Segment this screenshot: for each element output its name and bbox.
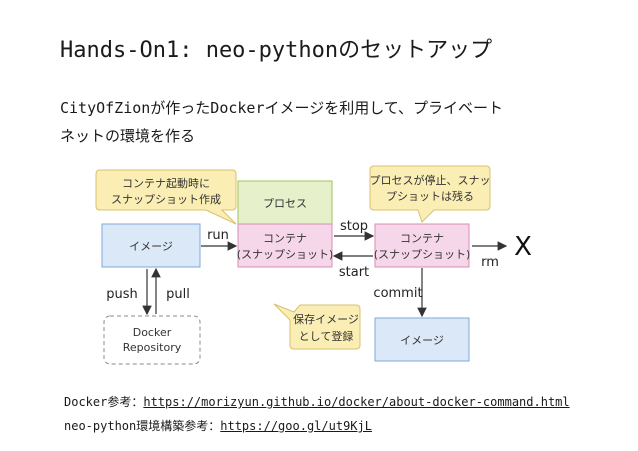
process-box: プロセス (237, 180, 333, 225)
callout-commit-line-1: 保存イメージ (293, 312, 359, 326)
commit-label: commit (373, 286, 422, 301)
remove-x-mark: X (514, 232, 532, 262)
page-title: Hands-On1: neo-pythonのセットアップ (60, 38, 493, 63)
stop-label: stop (340, 219, 368, 234)
docker-reference-row: Docker参考：https://morizyun.github.io/dock… (64, 390, 570, 414)
svg-text:イメージ: イメージ (129, 240, 173, 253)
docker-repository-box: Docker Repository (103, 315, 201, 365)
pull-label: pull (166, 287, 190, 302)
svg-text:プロセス: プロセス (263, 197, 307, 210)
container-box-right: コンテナ (スナップショット) (374, 223, 471, 268)
image-box-left: イメージ (101, 223, 201, 268)
image-box-right: イメージ (374, 317, 470, 362)
callout-commit-line-2: として登録 (299, 329, 354, 343)
callout-stop-line-2: プショットは残る (386, 189, 474, 203)
callout-process-stopped: プロセスが停止、スナッ プショットは残る (369, 165, 491, 223)
docker-reference-link[interactable]: https://morizyun.github.io/docker/about-… (143, 395, 570, 409)
docker-reference-label: Docker参考： (64, 395, 144, 409)
start-label: start (339, 265, 369, 280)
callout-start-line-2: スナップショット作成 (111, 193, 221, 206)
intro-text: CityOfZionが作ったDockerイメージを利用して、プライベート ネット… (60, 94, 600, 150)
run-label: run (207, 228, 229, 243)
neo-python-reference-row: neo-python環境構築参考：https://goo.gl/ut9KjL (64, 414, 570, 438)
callout-stop-line-1: プロセスが停止、スナッ (370, 173, 491, 187)
callout-snapshot-on-start: コンテナ起動時に スナップショット作成 (95, 169, 237, 225)
push-label: push (106, 287, 138, 302)
rm-label: rm (481, 255, 499, 270)
svg-text:(スナップショット): (スナップショット) (374, 248, 471, 261)
svg-text:イメージ: イメージ (400, 334, 444, 347)
neo-python-reference-label: neo-python環境構築参考： (64, 419, 221, 433)
intro-line-2: ネットの環境を作る (60, 127, 196, 145)
svg-text:Docker: Docker (133, 326, 172, 339)
svg-text:(スナップショット): (スナップショット) (237, 248, 334, 261)
svg-text:コンテナ: コンテナ (400, 232, 444, 245)
svg-text:Repository: Repository (123, 341, 182, 354)
references: Docker参考：https://morizyun.github.io/dock… (64, 390, 570, 438)
svg-text:コンテナ: コンテナ (263, 232, 307, 245)
neo-python-reference-link[interactable]: https://goo.gl/ut9KjL (220, 419, 372, 433)
callout-start-line-1: コンテナ起動時に (122, 176, 210, 190)
container-box-left: コンテナ (スナップショット) (237, 223, 334, 268)
intro-line-1: CityOfZionが作ったDockerイメージを利用して、プライベート (60, 99, 503, 117)
callout-save-as-image: 保存イメージ として登録 (273, 303, 361, 350)
